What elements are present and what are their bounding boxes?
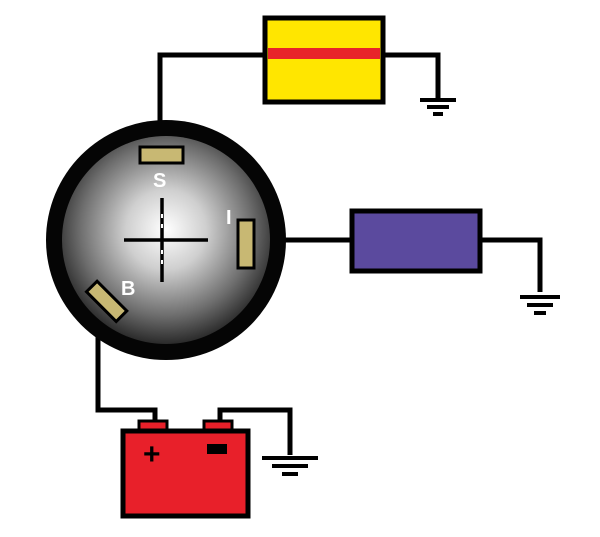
- ignition-coil: [349, 208, 483, 274]
- terminal-s: [138, 145, 185, 165]
- ground-symbol-ignition: [520, 295, 560, 315]
- terminal-s-label: S: [153, 170, 166, 192]
- wire-battery-negative-to-ground: [217, 407, 293, 455]
- starter-solenoid: [262, 15, 386, 105]
- terminal-b-label: B: [121, 278, 135, 300]
- wire-s-to-starter: [157, 52, 268, 140]
- battery-body: [120, 428, 251, 519]
- wire-ignition-to-ground: [480, 237, 543, 292]
- terminal-i: [236, 218, 256, 270]
- battery: +: [120, 419, 251, 519]
- ignition-switch: S I B: [46, 120, 286, 360]
- ground-symbol-starter: [420, 98, 456, 116]
- ground-symbol-battery: [262, 456, 318, 476]
- switch-crosshair: [124, 198, 208, 282]
- wire-starter-to-ground: [380, 52, 441, 100]
- battery-positive-symbol: +: [143, 438, 161, 471]
- battery-negative-symbol: [207, 444, 227, 454]
- terminal-b: [84, 279, 129, 324]
- wire-b-to-battery-positive: [95, 330, 158, 425]
- terminal-i-label: I: [226, 207, 232, 229]
